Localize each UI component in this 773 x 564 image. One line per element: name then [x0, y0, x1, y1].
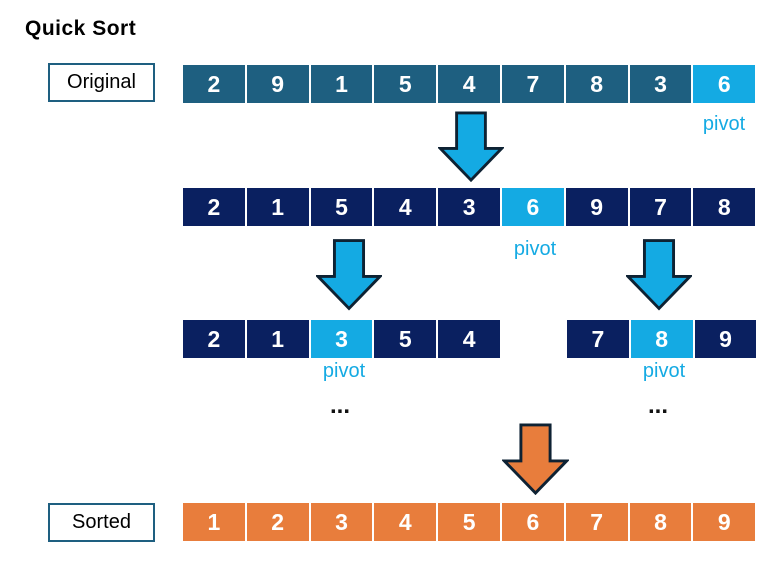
array-cell: 9	[565, 188, 628, 226]
array-cell: 7	[501, 65, 564, 103]
pivot-label: pivot	[702, 113, 746, 135]
array-cell: 4	[374, 503, 437, 541]
sorted-label-box: Sorted	[48, 503, 155, 542]
pivot-label: pivot	[513, 238, 557, 260]
array-cell: 1	[183, 503, 245, 541]
array-cell: 4	[438, 65, 500, 103]
array-cell: 5	[438, 503, 500, 541]
ellipsis-right: ...	[648, 392, 669, 419]
down-arrow-icon	[316, 239, 382, 311]
sorted-label: Sorted	[72, 511, 131, 533]
array-cell: 5	[310, 188, 373, 226]
array-cell: 8	[693, 188, 756, 226]
array-cell: 7	[629, 188, 692, 226]
array-cell: 8	[565, 65, 628, 103]
down-arrow-icon	[502, 423, 569, 495]
ellipsis-left: ...	[330, 392, 351, 419]
array-cell-pivot: 6	[693, 65, 756, 103]
array-cell: 5	[374, 320, 437, 358]
array-cell: 7	[565, 503, 628, 541]
array-cell-pivot: 8	[630, 320, 693, 358]
down-arrow-icon	[626, 239, 692, 311]
array-cell: 2	[246, 503, 309, 541]
array-cell: 1	[310, 65, 373, 103]
array-cell-pivot: 3	[310, 320, 373, 358]
array-cell: 2	[183, 188, 245, 226]
pivot-label: pivot	[642, 360, 686, 382]
array-cell: 3	[629, 65, 692, 103]
array-cell: 1	[246, 188, 309, 226]
array-cell: 2	[183, 320, 245, 358]
array-cell: 9	[246, 65, 309, 103]
down-arrow-icon	[438, 111, 504, 182]
array-cell: 3	[310, 503, 373, 541]
array-cell: 4	[374, 188, 437, 226]
array-cell: 9	[694, 320, 757, 358]
array-cell: 9	[693, 503, 756, 541]
array-cell: 6	[501, 503, 564, 541]
page-title: Quick Sort	[25, 17, 137, 40]
pivot-label: pivot	[322, 360, 366, 382]
array-cell: 2	[183, 65, 245, 103]
array-cell: 3	[438, 188, 500, 226]
array-cell: 1	[246, 320, 309, 358]
array-cell: 5	[374, 65, 437, 103]
original-label-box: Original	[48, 63, 155, 102]
original-label: Original	[67, 71, 136, 93]
array-cell: 7	[567, 320, 629, 358]
array-cell: 4	[438, 320, 500, 358]
array-cell-pivot: 6	[501, 188, 564, 226]
array-cell: 8	[629, 503, 692, 541]
